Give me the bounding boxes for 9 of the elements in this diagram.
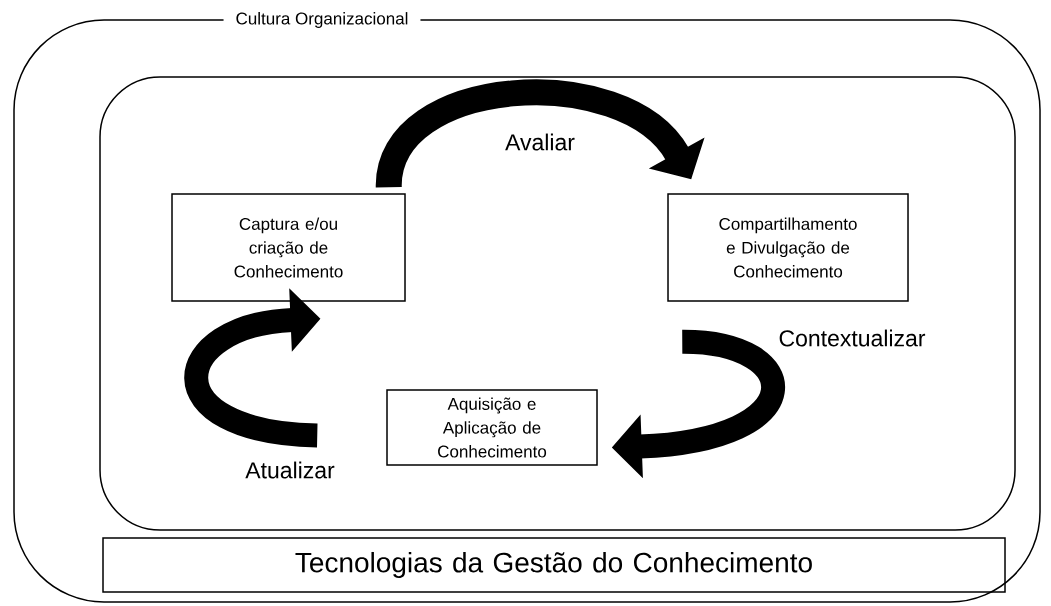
inner-frame [99,76,1016,531]
frame-heading: Cultura Organizacional [223,8,421,32]
process-box: Compartilhamento e Divulgação de Conhecimento [667,193,909,302]
edge-label: Contextualizar [779,329,926,347]
process-box: Aquisição e Aplicação de Conhecimento [386,389,598,466]
process-box: Tecnologias da Gestão do Conhecimento [102,537,1006,593]
process-box: Captura e/ou criação de Conhecimento [171,193,406,302]
edge-label: Avaliar [505,133,575,151]
edge-label: Atualizar [245,461,335,479]
